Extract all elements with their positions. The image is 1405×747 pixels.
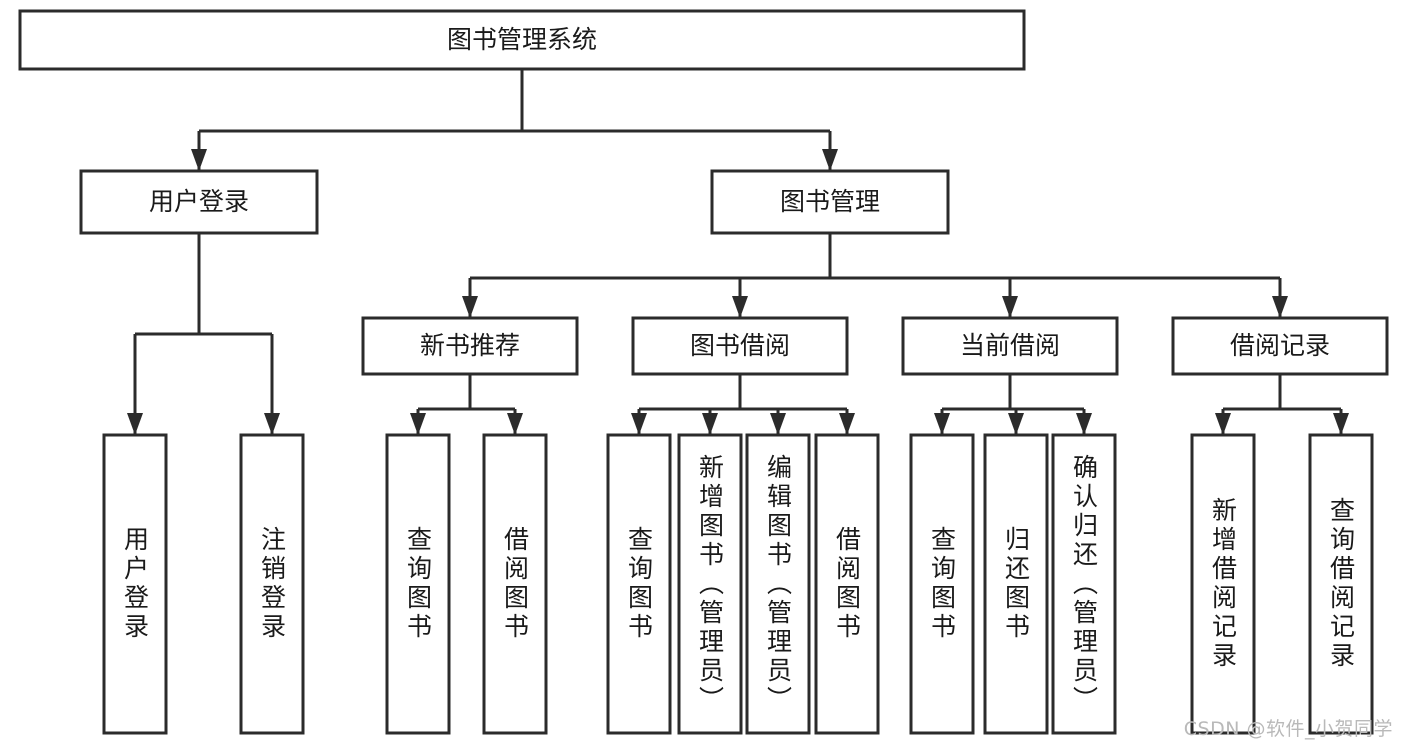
csdn-watermark: CSDN @软件_小贺同学 xyxy=(1183,718,1393,740)
node-box-leaf-edit-book[interactable] xyxy=(745,433,811,735)
node-box-book-borrow[interactable] xyxy=(631,316,849,376)
connector-arrowhead-icon xyxy=(410,413,426,435)
node-box-leaf-user-login[interactable] xyxy=(102,433,168,735)
node-box-leaf-query-book-new[interactable] xyxy=(385,433,451,735)
node-box-leaf-confirm-return[interactable] xyxy=(1051,433,1117,735)
node-box-leaf-add-record[interactable] xyxy=(1190,433,1256,735)
node-box-leaf-user-logout[interactable] xyxy=(239,433,305,735)
connector-arrowhead-icon xyxy=(1076,413,1092,435)
connector-arrowhead-icon xyxy=(631,413,647,435)
connector-arrowhead-icon xyxy=(127,413,143,435)
node-box-leaf-add-book[interactable] xyxy=(677,433,743,735)
connector-arrowhead-icon xyxy=(702,413,718,435)
node-box-current-borrow[interactable] xyxy=(901,316,1119,376)
node-box-user-login[interactable] xyxy=(79,169,319,235)
node-box-borrow-record[interactable] xyxy=(1171,316,1389,376)
connectors-layer xyxy=(127,69,1349,435)
connector-arrowhead-icon xyxy=(934,413,950,435)
node-label-book-manage: 图书管理 xyxy=(780,187,880,216)
connector-arrowhead-icon xyxy=(1272,296,1288,318)
node-label-new-book-recommend: 新书推荐 xyxy=(420,331,520,360)
connector-arrowhead-icon xyxy=(462,296,478,318)
node-box-leaf-query-book-b[interactable] xyxy=(606,433,672,735)
connector-arrowhead-icon xyxy=(1215,413,1231,435)
node-box-root[interactable] xyxy=(18,9,1026,71)
connector-arrowhead-icon xyxy=(1008,413,1024,435)
node-box-book-manage[interactable] xyxy=(710,169,950,235)
node-box-leaf-query-book-c[interactable] xyxy=(909,433,975,735)
node-box-new-book-recommend[interactable] xyxy=(361,316,579,376)
node-label-user-login: 用户登录 xyxy=(149,187,249,216)
connector-arrowhead-icon xyxy=(507,413,523,435)
boxes-layer xyxy=(18,9,1389,735)
node-box-leaf-borrow-book-b[interactable] xyxy=(814,433,880,735)
connector-arrowhead-icon xyxy=(770,413,786,435)
connector-arrowhead-icon xyxy=(1002,296,1018,318)
node-label-book-borrow: 图书借阅 xyxy=(690,331,790,360)
connector-arrowhead-icon xyxy=(732,296,748,318)
node-label-current-borrow: 当前借阅 xyxy=(960,331,1060,360)
connector-arrowhead-icon xyxy=(1333,413,1349,435)
node-box-leaf-borrow-book-new[interactable] xyxy=(482,433,548,735)
connector-arrowhead-icon xyxy=(822,149,838,171)
connector-arrowhead-icon xyxy=(191,149,207,171)
node-box-leaf-return-book[interactable] xyxy=(983,433,1049,735)
node-label-root: 图书管理系统 xyxy=(447,25,597,54)
connector-arrowhead-icon xyxy=(264,413,280,435)
node-label-borrow-record: 借阅记录 xyxy=(1230,331,1330,360)
node-box-leaf-query-record[interactable] xyxy=(1308,433,1374,735)
connector-arrowhead-icon xyxy=(839,413,855,435)
